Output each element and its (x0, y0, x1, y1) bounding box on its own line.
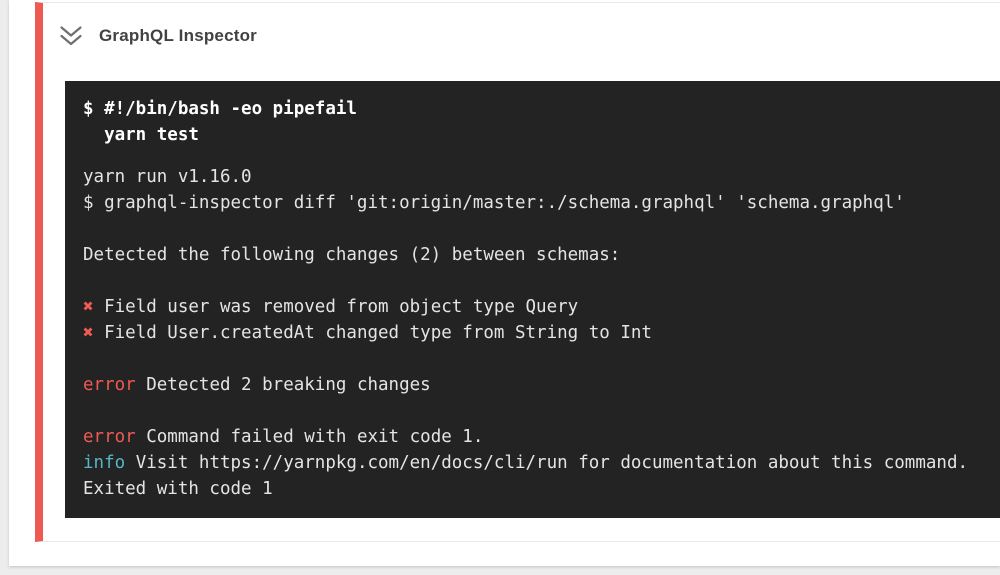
terminal-blank-line (83, 268, 992, 294)
terminal-output: $ #!/bin/bash -eo pipefail yarn test yarn… (65, 81, 1000, 518)
step-graphql-inspector: GraphQL Inspector $ #!/bin/bash -eo pipe… (35, 2, 1000, 542)
terminal-segment-plain: Detected 2 breaking changes (135, 375, 431, 395)
terminal-line: error Command failed with exit code 1. (83, 424, 992, 450)
terminal-segment-plain: Visit https://yarnpkg.com/en/docs/cli/ru… (125, 453, 969, 473)
terminal-blank-line (83, 346, 992, 372)
terminal-line: $ #!/bin/bash -eo pipefail (83, 96, 992, 122)
terminal-segment-plain: Field user was removed from object type … (93, 297, 579, 317)
terminal-blank-line (83, 398, 992, 424)
terminal-segment-plain: yarn run v1.16.0 (83, 167, 252, 187)
terminal-line: ✖ Field User.createdAt changed type from… (83, 320, 992, 346)
terminal-segment-red: error (83, 427, 136, 447)
build-step-card: GraphQL Inspector $ #!/bin/bash -eo pipe… (9, 0, 1000, 566)
terminal-segment-plain: Command failed with exit code 1. (135, 427, 484, 447)
terminal-segment-bold: $ #!/bin/bash -eo pipefail (83, 99, 357, 119)
double-chevron-down-icon[interactable] (59, 25, 83, 47)
terminal-line: info Visit https://yarnpkg.com/en/docs/c… (83, 450, 992, 476)
terminal-line: yarn run v1.16.0 (83, 164, 992, 190)
terminal-segment-plain: $ graphql-inspector diff 'git:origin/mas… (83, 193, 905, 213)
terminal-segment-bold: yarn test (83, 125, 199, 145)
step-title: GraphQL Inspector (99, 26, 258, 45)
terminal-segment-cyan: info (83, 453, 126, 473)
terminal-line: Detected the following changes (2) betwe… (83, 242, 992, 268)
terminal-blank-line (83, 216, 992, 242)
terminal-line: $ graphql-inspector diff 'git:origin/mas… (83, 190, 992, 216)
terminal-segment-red: ✖ (83, 323, 94, 343)
terminal-line: Exited with code 1 (83, 476, 992, 502)
terminal-segment-plain: Detected the following changes (2) betwe… (83, 245, 621, 265)
terminal-segment-plain: Exited with code 1 (83, 479, 273, 499)
terminal-segment-red: error (83, 375, 136, 395)
terminal-segment-plain: Field User.createdAt changed type from S… (93, 323, 652, 343)
terminal-line: ✖ Field user was removed from object typ… (83, 294, 992, 320)
terminal-line: error Detected 2 breaking changes (83, 372, 992, 398)
terminal-segment-red: ✖ (83, 297, 94, 317)
step-header[interactable]: GraphQL Inspector (43, 3, 1000, 47)
terminal-line: yarn test (83, 122, 992, 148)
terminal-gap (83, 148, 992, 164)
